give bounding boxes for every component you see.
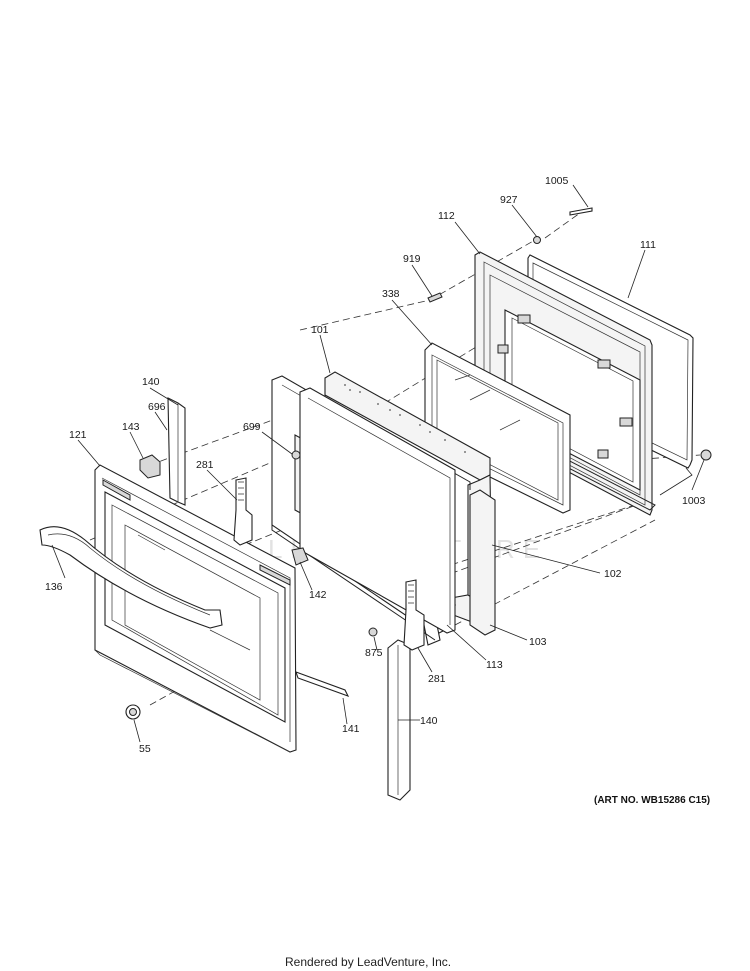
hardware [125, 207, 712, 720]
part-1003-screw [700, 449, 712, 461]
part-140-channel-top [167, 397, 186, 506]
label-281-right: 281 [428, 673, 446, 685]
label-140-bottom: 140 [420, 715, 438, 727]
label-141: 141 [342, 723, 360, 735]
label-696: 696 [148, 401, 166, 413]
part-1005-pin [569, 207, 593, 216]
label-1003: 1003 [682, 495, 706, 507]
label-101: 101 [311, 324, 329, 336]
art-number: (ART NO. WB15286 C15) [594, 795, 710, 806]
part-143-bracket [139, 454, 161, 479]
label-136: 136 [45, 581, 63, 593]
label-103: 103 [529, 636, 547, 648]
part-875-screw [368, 627, 378, 637]
label-113: 113 [486, 659, 503, 671]
label-102: 102 [604, 568, 622, 580]
label-143: 143 [122, 421, 140, 433]
part-labels: 1005 927 112 111 919 338 101 140 696 143… [45, 175, 706, 755]
label-112: 112 [438, 210, 455, 222]
label-55: 55 [139, 743, 151, 755]
label-121: 121 [69, 429, 87, 441]
part-281-hinge-left [233, 477, 253, 546]
part-141-rod [295, 671, 350, 697]
label-338: 338 [382, 288, 400, 300]
part-338-glass-frame [424, 342, 571, 514]
label-142: 142 [309, 589, 327, 601]
label-875: 875 [365, 647, 383, 659]
label-140-top: 140 [142, 376, 160, 388]
footer-credit: Rendered by LeadVenture, Inc. [285, 955, 451, 969]
part-136-handle [39, 526, 223, 629]
part-699-screw [291, 450, 301, 460]
leader-lines [51, 184, 705, 743]
label-1005: 1005 [545, 175, 569, 187]
label-699: 699 [243, 421, 261, 433]
label-281-left: 281 [196, 459, 214, 471]
label-927: 927 [500, 194, 518, 206]
part-142-clip [291, 547, 309, 566]
label-111: 111 [640, 239, 656, 251]
part-919-screw [427, 292, 443, 303]
label-919: 919 [403, 253, 421, 265]
part-281-hinge-right [403, 579, 425, 651]
part-927-washer [533, 236, 541, 244]
part-113-frame [299, 387, 496, 636]
